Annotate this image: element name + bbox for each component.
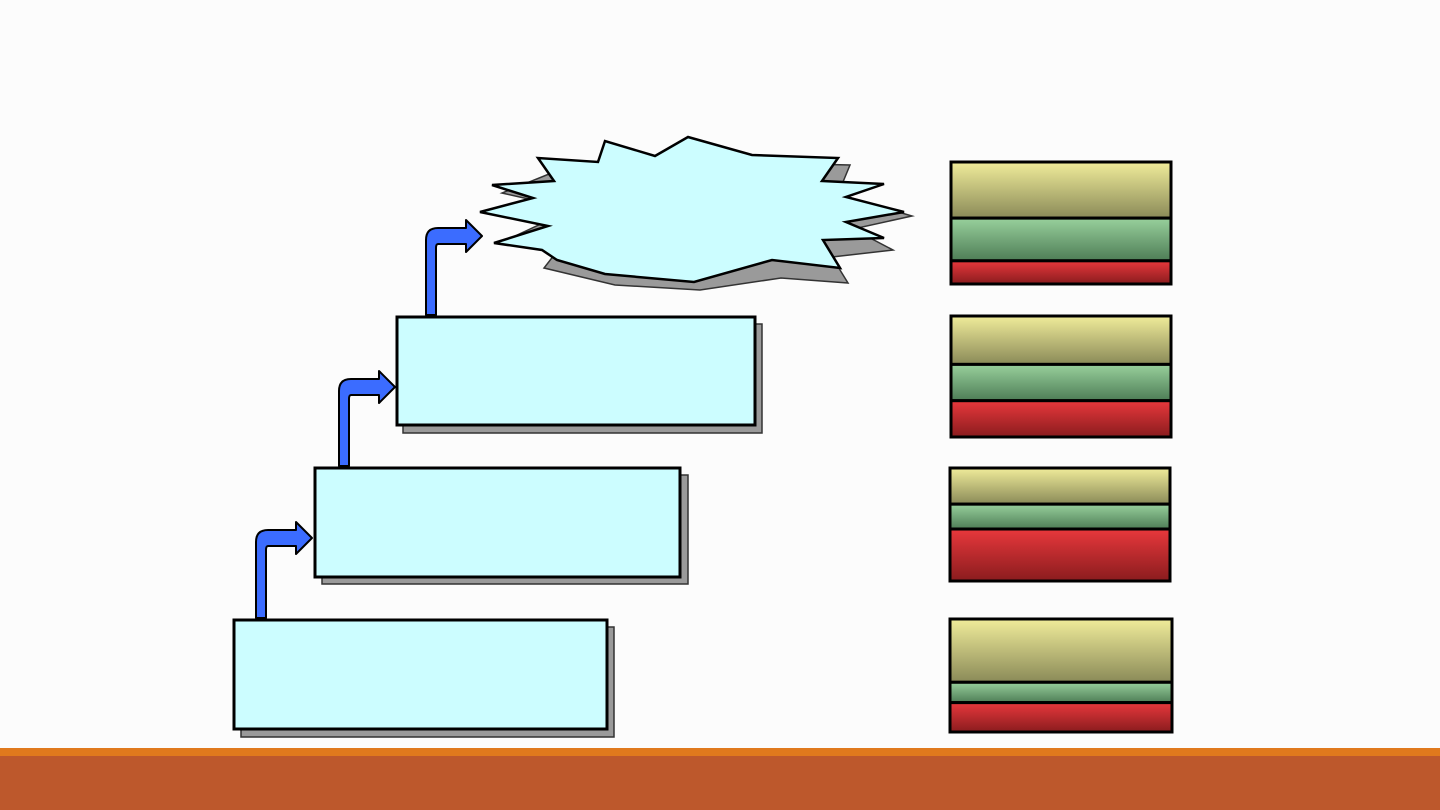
stacked-bar-3-green-layer: [948, 502, 1172, 531]
stacked-bar-2: [949, 314, 1173, 439]
starburst-shape: [479, 135, 905, 284]
stacked-bar-3-red-layer: [948, 527, 1172, 583]
step-box-2: [313, 466, 689, 585]
bent-arrow-3: [425, 219, 483, 316]
stacked-bar-1-red-layer: [949, 259, 1173, 286]
step-box-1: [232, 618, 615, 738]
stacked-bar-2-tan-layer: [949, 314, 1173, 366]
stacked-bar-3: [948, 466, 1172, 583]
stacked-bar-1: [949, 160, 1173, 286]
stacked-bar-4: [948, 617, 1174, 734]
stacked-bar-4-green-layer: [948, 680, 1174, 705]
stacked-bar-2-green-layer: [949, 362, 1173, 403]
stacked-bar-4-red-layer: [948, 701, 1174, 734]
footer-band: [0, 748, 1440, 810]
stacked-bar-4-tan-layer: [948, 617, 1174, 684]
footer-accent-stripe: [0, 748, 1440, 756]
stacked-bar-1-green-layer: [949, 216, 1173, 263]
bent-arrow-2: [338, 370, 396, 467]
starburst: [479, 135, 915, 291]
stacked-bar-1-tan-layer: [949, 160, 1173, 220]
step-box-3: [395, 315, 763, 434]
stacked-bars: [948, 160, 1174, 734]
stacked-bar-3-tan-layer: [948, 466, 1172, 506]
bent-arrow-1: [255, 521, 313, 619]
stacked-bar-2-red-layer: [949, 399, 1173, 439]
